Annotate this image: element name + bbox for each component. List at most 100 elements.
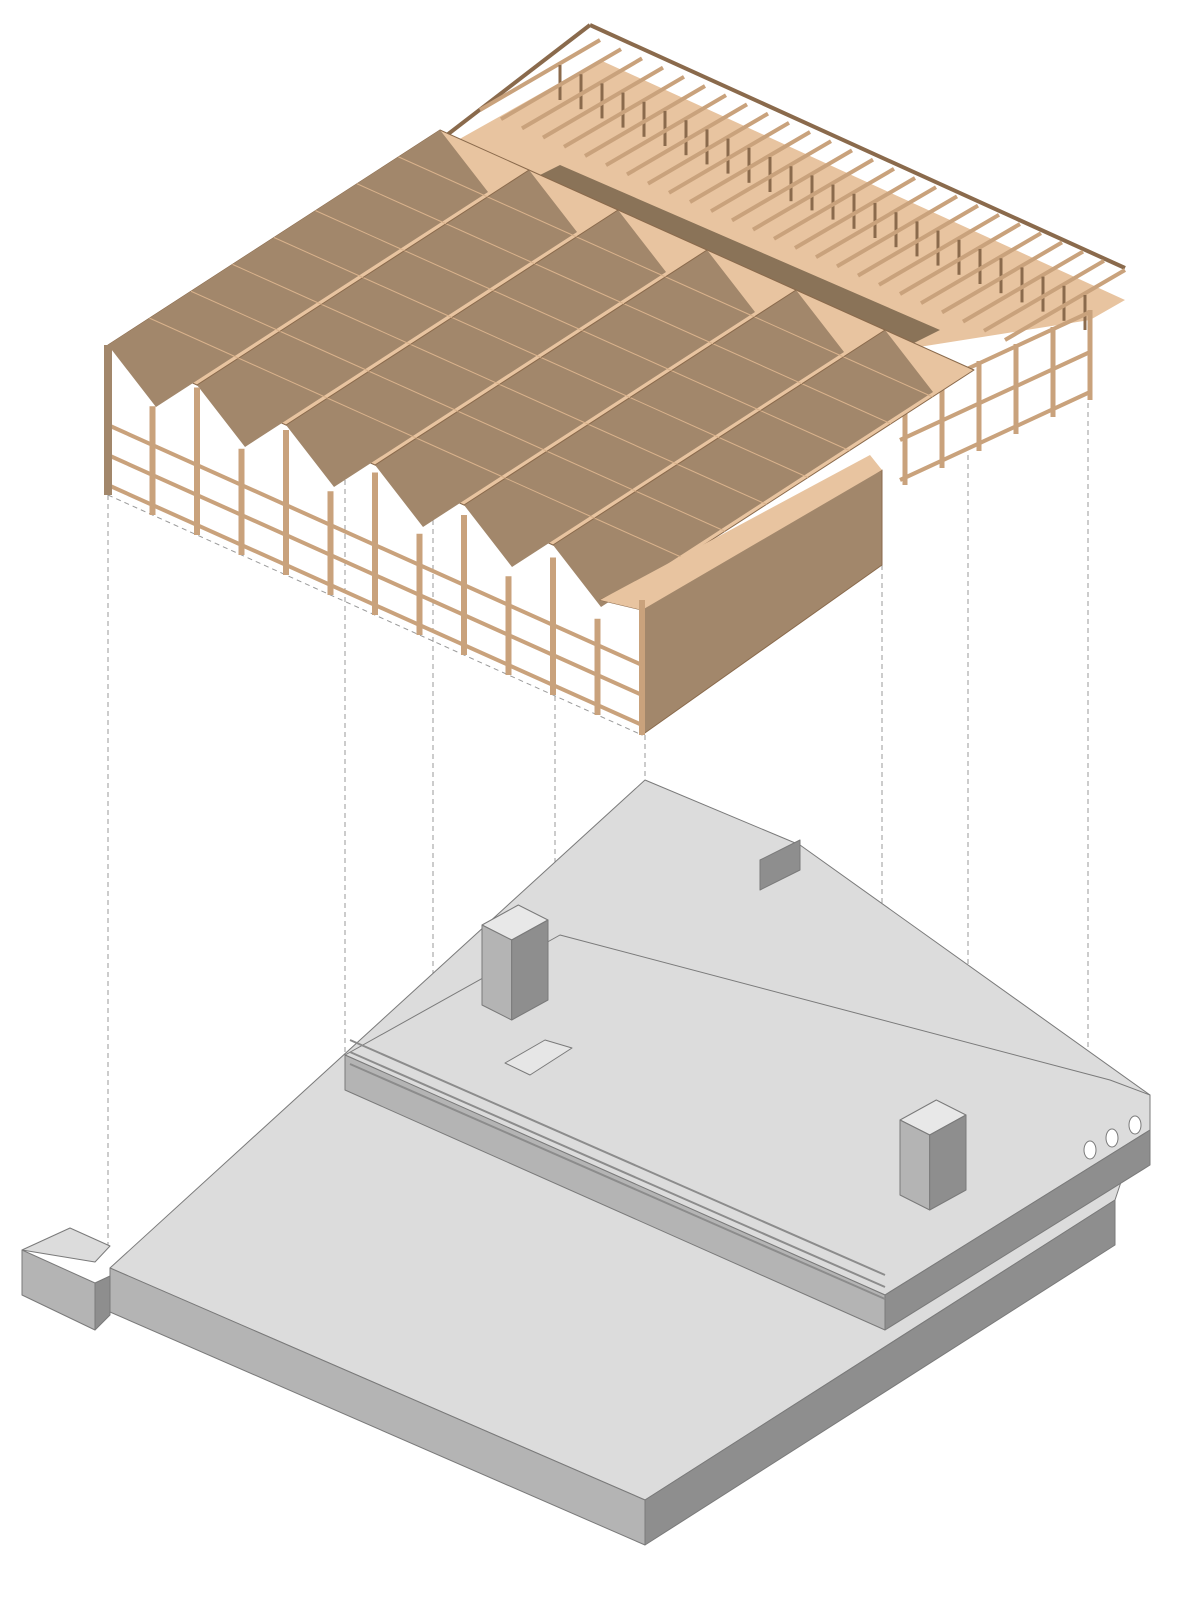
- rafter: [751, 157, 875, 232]
- roof-board-line: [273, 237, 364, 278]
- roof-board-line: [712, 343, 803, 385]
- concrete-base: [21, 779, 1151, 1546]
- roof-board-line: [540, 357, 631, 398]
- circular-opening: [1105, 1128, 1119, 1148]
- rafter: [688, 130, 812, 204]
- left-block-top: [21, 1227, 111, 1263]
- rafter: [961, 249, 1085, 324]
- rafter: [520, 56, 644, 131]
- facade-rail: [107, 453, 643, 697]
- rafter: [709, 139, 833, 213]
- rafter: [541, 65, 665, 140]
- rafter: [478, 38, 602, 112]
- roof-board-line: [327, 397, 417, 439]
- frame-rail: [899, 350, 1091, 442]
- roof-board-line: [238, 357, 328, 399]
- roof-board-line: [398, 156, 488, 198]
- frame-rail: [899, 390, 1091, 482]
- pergola-beam: [428, 23, 592, 150]
- roof-board-line: [843, 356, 933, 398]
- roof-board-line: [801, 383, 892, 425]
- roof-board-line: [315, 210, 405, 252]
- rafter: [667, 121, 791, 195]
- roof-board-line: [487, 196, 577, 238]
- pergola-deck: [440, 60, 1125, 350]
- roof-board-line: [362, 277, 453, 318]
- core-side: [929, 1114, 967, 1211]
- roof-board-line: [445, 223, 536, 265]
- timber-sawtooth-roof: [107, 129, 975, 736]
- roof-board-line: [635, 490, 726, 532]
- roof-board-line: [368, 370, 459, 412]
- core-side: [511, 919, 549, 1021]
- roof-board-line: [629, 397, 720, 438]
- clerestory-face: [108, 130, 488, 407]
- platform-notch: [504, 1039, 573, 1076]
- core-side: [899, 1119, 931, 1211]
- roof-board-line: [671, 370, 761, 412]
- clerestory-face: [197, 170, 577, 447]
- roof-board-line: [546, 450, 637, 492]
- roof-board-line: [404, 250, 494, 292]
- rafter: [646, 111, 770, 186]
- rafter: [793, 176, 917, 250]
- roof-board-line: [588, 423, 678, 465]
- roof-board-line: [451, 317, 542, 358]
- roof-board-line: [754, 316, 844, 358]
- clerestory-face: [375, 250, 755, 527]
- rafter: [982, 259, 1106, 333]
- rafter: [856, 203, 980, 278]
- slab-side-right: [644, 1199, 1116, 1546]
- roof-board-line: [594, 517, 684, 559]
- roof-board-line: [718, 437, 809, 478]
- roof-board-line: [534, 263, 625, 305]
- rafter: [625, 102, 749, 177]
- end-wall-top: [600, 455, 882, 610]
- core-side: [481, 924, 513, 1021]
- back-wall: [759, 839, 801, 891]
- clerestory-face: [286, 210, 666, 487]
- step-edge: [349, 1051, 886, 1288]
- roof-board-line: [321, 303, 411, 345]
- pergola-beam: [589, 23, 1126, 270]
- rafter: [604, 93, 728, 167]
- clerestory-face: [464, 290, 844, 567]
- rafter: [919, 231, 1043, 305]
- facade-rail: [107, 483, 643, 727]
- rafter: [1003, 268, 1127, 342]
- roof-board-line: [499, 383, 589, 425]
- rafter: [562, 75, 686, 149]
- rafter: [730, 148, 854, 223]
- rafter: [583, 84, 707, 158]
- roof-board-line: [416, 437, 506, 479]
- rafter: [772, 167, 896, 241]
- facade-rail: [107, 423, 643, 667]
- roof-board-line: [760, 410, 850, 452]
- step-edge: [349, 1039, 886, 1276]
- rafter: [940, 240, 1064, 315]
- roof-board-line: [623, 303, 714, 345]
- rafter: [499, 47, 623, 121]
- left-block-side: [94, 1275, 111, 1331]
- left-block-side: [21, 1249, 96, 1331]
- circular-opening: [1128, 1115, 1142, 1135]
- roof-board-line: [665, 276, 755, 318]
- roof-board-line: [576, 236, 666, 278]
- roof-board-line: [356, 183, 447, 225]
- roof-board-line: [582, 330, 672, 372]
- timber-facade-grid: [104, 345, 645, 735]
- rafter: [898, 222, 1022, 296]
- roof-board-line: [149, 317, 239, 359]
- rafter: [814, 185, 938, 259]
- roof-board-line: [505, 477, 595, 519]
- skylight-beam: [530, 165, 940, 345]
- circular-opening: [1083, 1140, 1097, 1160]
- clerestory-face: [553, 330, 933, 607]
- roof-board-line: [410, 343, 500, 385]
- platform-side: [884, 1129, 1151, 1331]
- roof-board-line: [457, 410, 548, 452]
- roof-board-line: [232, 263, 322, 305]
- roof-board-line: [493, 290, 583, 332]
- rafter: [835, 194, 959, 269]
